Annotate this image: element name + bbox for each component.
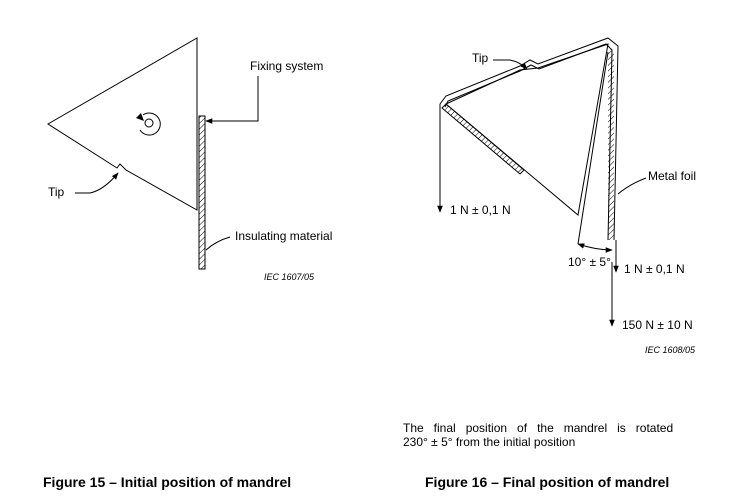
tip-leader-16 xyxy=(493,59,528,70)
tip-label-16: Tip xyxy=(472,51,489,65)
mandrel-triangle xyxy=(47,37,198,211)
figure-16: 10° ± 5° 1 N ± 0,1 N 1 N ± 0,1 N 150 N ±… xyxy=(403,37,696,449)
figure15-reference: IEC 1607/05 xyxy=(264,272,315,282)
figure15-caption: Figure 15 – Initial position of mandrel xyxy=(43,474,291,490)
figure16-reference: IEC 1608/05 xyxy=(645,345,696,355)
figure16-caption: Figure 16 – Final position of mandrel xyxy=(425,474,669,490)
figure16-note-line2: 230° ± 5° from the initial position xyxy=(403,435,575,449)
figure16-note-line1: The final position of the mandrel is rot… xyxy=(403,421,673,435)
metal-foil-label: Metal foil xyxy=(648,169,696,183)
insulating-material-label: Insulating material xyxy=(235,229,332,243)
tip-label: Tip xyxy=(48,185,65,199)
rotation-arrow-icon xyxy=(136,112,161,136)
metal-foil-leader xyxy=(617,177,647,195)
tip-leader xyxy=(75,172,119,194)
force-left-label: 1 N ± 0,1 N xyxy=(450,203,511,217)
force-main-label: 150 N ± 10 N xyxy=(622,318,693,332)
angle-line xyxy=(577,51,609,245)
insulating-strip xyxy=(198,115,206,270)
figure-15: Fixing system Tip Insulating material IE… xyxy=(47,37,332,282)
fixing-system-leader xyxy=(205,76,259,124)
fixing-system-label: Fixing system xyxy=(250,59,323,73)
metal-foil-wrap xyxy=(439,37,619,241)
force-right-label: 1 N ± 0,1 N xyxy=(624,262,685,276)
angle-label: 10° ± 5° xyxy=(568,255,611,269)
insulating-leader xyxy=(205,236,231,251)
angle-arc xyxy=(577,243,613,253)
